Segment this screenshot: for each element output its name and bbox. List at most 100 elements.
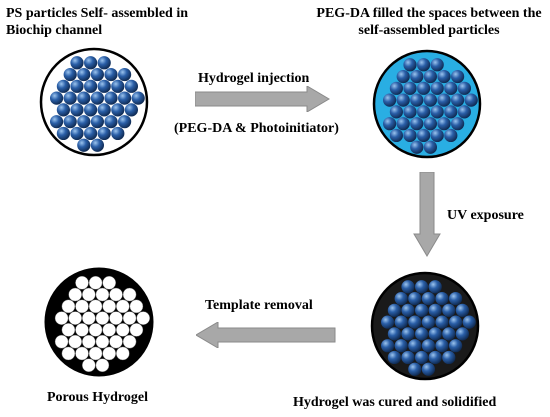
uv-exposure-label: UV exposure: [447, 208, 524, 223]
particle: [90, 67, 104, 82]
particle: [118, 115, 132, 129]
ps-particles-label: PS particles Self- assembled in Biochip …: [6, 6, 188, 38]
particle: [50, 91, 64, 105]
particle: [408, 339, 422, 353]
particle: [442, 303, 456, 317]
pore: [68, 311, 83, 325]
particle: [437, 69, 451, 84]
particle: [417, 128, 431, 143]
particle: [444, 128, 458, 143]
particle: [449, 315, 463, 329]
particle: [104, 115, 118, 129]
particle: [417, 105, 431, 119]
particle: [403, 105, 417, 119]
pore: [54, 334, 69, 349]
pore: [109, 287, 123, 302]
particle: [437, 117, 451, 131]
pore: [109, 311, 123, 325]
pore: [68, 334, 83, 349]
particle: [63, 91, 77, 105]
particle: [396, 117, 410, 131]
particle: [389, 105, 403, 119]
particle: [403, 58, 417, 72]
particle: [451, 93, 465, 107]
particle: [387, 327, 401, 341]
particle: [111, 103, 125, 117]
particle: [408, 291, 422, 306]
particle: [457, 105, 471, 119]
particle: [449, 339, 463, 353]
particle: [444, 105, 458, 119]
particle: [394, 339, 408, 353]
particle: [124, 79, 138, 93]
particle: [396, 93, 410, 107]
pore: [102, 275, 116, 290]
particle: [383, 93, 397, 107]
particle: [56, 79, 70, 93]
pore: [116, 299, 130, 314]
down-arrow-shape: [413, 172, 441, 257]
particle: [455, 303, 469, 317]
particle: [118, 67, 132, 82]
particle: [84, 56, 98, 70]
pore: [129, 323, 144, 337]
particle: [421, 362, 435, 376]
particle: [464, 93, 478, 107]
left-arrow: [196, 322, 336, 348]
template-removal-label: Template removal: [205, 298, 313, 313]
pore: [88, 346, 103, 361]
pore: [109, 334, 123, 349]
pore: [75, 346, 89, 361]
pore: [95, 311, 110, 325]
particle: [84, 126, 98, 141]
particle: [428, 303, 442, 317]
pore: [95, 334, 110, 349]
particle: [451, 117, 465, 131]
pore: [102, 323, 116, 337]
particle: [437, 93, 451, 107]
particle: [442, 350, 456, 365]
particle: [435, 291, 449, 306]
particle: [423, 117, 437, 131]
particle: [408, 315, 422, 329]
pore: [82, 358, 96, 373]
particle: [381, 339, 395, 353]
particle: [77, 115, 91, 129]
particle: [415, 303, 429, 317]
particle: [401, 280, 415, 294]
particle: [423, 93, 437, 107]
pore: [88, 275, 103, 290]
pore: [88, 299, 103, 314]
particle: [410, 140, 424, 154]
pore: [61, 346, 76, 361]
particle: [90, 138, 104, 152]
injection-detail-label: (PEG-DA & Photoinitiator): [174, 121, 339, 136]
particle: [403, 81, 417, 95]
particle: [396, 69, 410, 84]
right-arrow-shape: [195, 86, 330, 112]
particle: [131, 91, 145, 105]
particle: [410, 69, 424, 84]
particle: [84, 103, 98, 117]
particle: [90, 91, 104, 105]
particle: [383, 117, 397, 131]
particle: [70, 126, 84, 141]
pore: [95, 287, 110, 302]
pore: [95, 358, 110, 373]
particle: [430, 58, 444, 72]
pegda-filled-diagram: [371, 48, 483, 160]
particle: [401, 350, 415, 365]
pore: [61, 323, 76, 337]
particle: [387, 350, 401, 365]
left-arrow-shape: [196, 322, 336, 348]
particle: [111, 126, 125, 141]
particle: [435, 315, 449, 329]
pore: [82, 334, 96, 349]
particle: [118, 91, 132, 105]
cured-hydrogel-diagram: [369, 270, 481, 382]
particle: [423, 140, 437, 154]
particle: [451, 69, 465, 84]
particle: [449, 291, 463, 306]
particle: [84, 79, 98, 93]
